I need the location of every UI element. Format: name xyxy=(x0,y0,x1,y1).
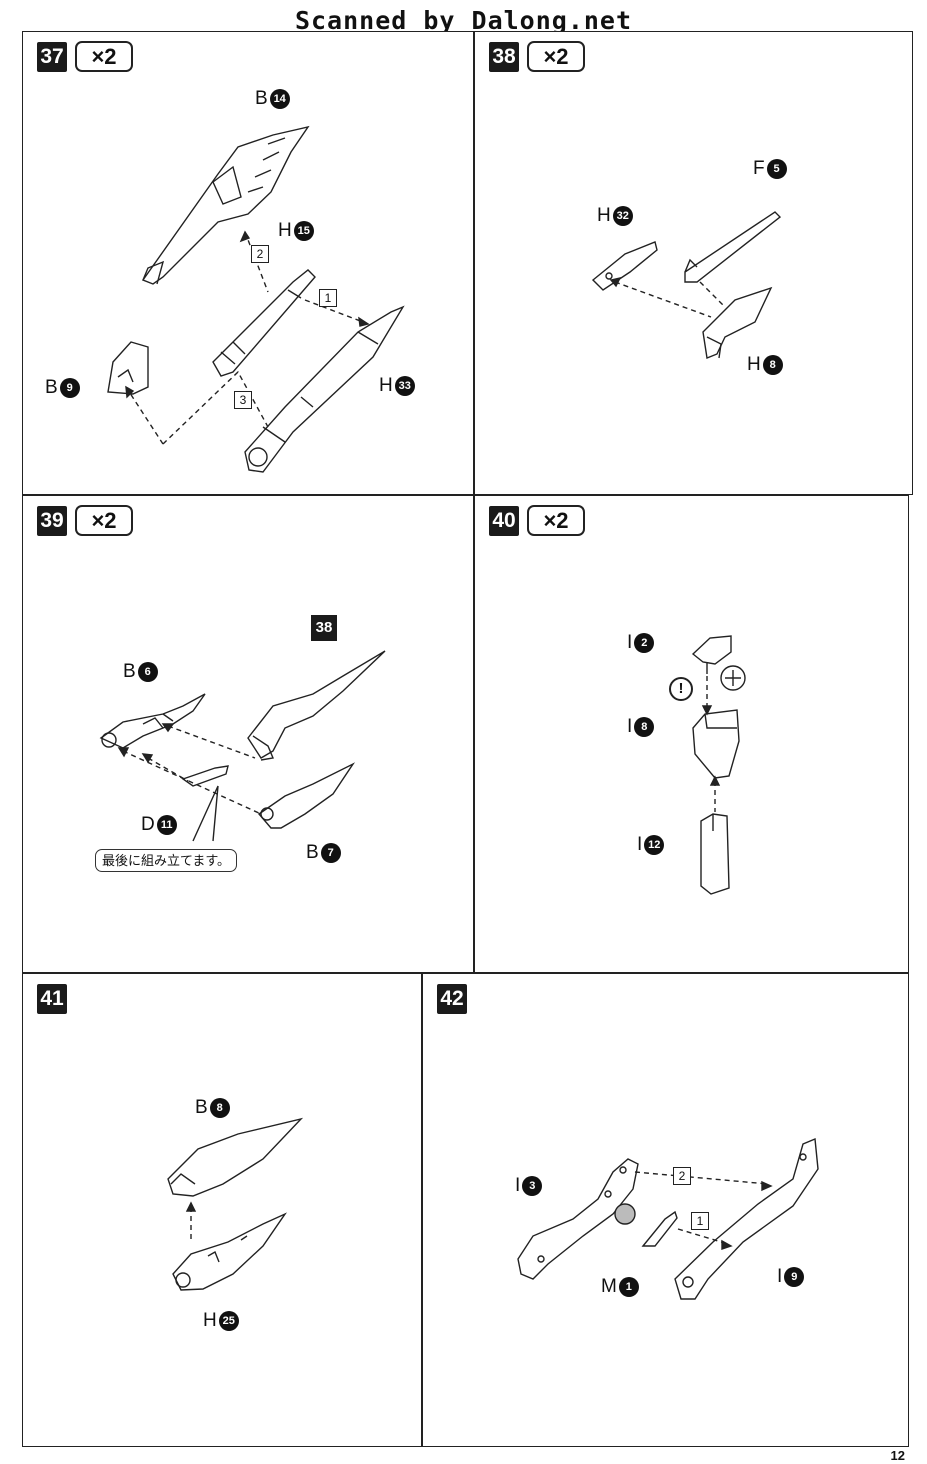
runner-letter: H xyxy=(278,220,292,241)
step-40-parts-drawing xyxy=(691,635,746,895)
quantity-multiplier: ×2 xyxy=(527,505,585,536)
quantity-multiplier: ×2 xyxy=(527,41,585,72)
part-number: 15 xyxy=(293,221,314,241)
runner-letter: B xyxy=(306,842,319,863)
runner-letter: F xyxy=(753,158,765,179)
part-number: 11 xyxy=(156,815,177,835)
part-number: 5 xyxy=(766,159,787,179)
part-number: 3 xyxy=(522,1176,543,1196)
step-42-parts-drawing xyxy=(517,1137,819,1300)
runner-letter: I xyxy=(627,716,633,737)
runner-letter: B xyxy=(123,661,136,682)
part-number: 9 xyxy=(59,378,80,398)
runner-letter: B xyxy=(45,377,58,398)
quantity-multiplier: ×2 xyxy=(75,505,133,536)
part-number: 8 xyxy=(209,1098,230,1118)
step-38-parts-drawing xyxy=(591,211,782,359)
runner-letter: I xyxy=(637,834,643,855)
runner-letter: M xyxy=(601,1276,617,1297)
part-number: 12 xyxy=(644,835,665,855)
part-number: 14 xyxy=(269,89,290,109)
assembly-note: 最後に組み立てます。 xyxy=(95,849,238,872)
step-number: 37 xyxy=(37,42,67,72)
part-number: 33 xyxy=(394,376,415,396)
runner-letter: I xyxy=(627,632,633,653)
step-37-parts-drawing xyxy=(107,125,405,473)
part-number: 8 xyxy=(762,355,783,375)
scanner-watermark: Scanned by Dalong.net xyxy=(294,6,633,35)
runner-letter: D xyxy=(141,814,155,835)
runner-letter: H xyxy=(379,375,393,396)
step-number: 38 xyxy=(489,42,519,72)
assembly-order-1: 1 xyxy=(691,1212,709,1230)
part-number: 9 xyxy=(784,1267,805,1287)
runner-letter: B xyxy=(255,88,268,109)
step-39-parts-drawing xyxy=(99,650,386,842)
part-number: 7 xyxy=(320,843,341,863)
runner-letter: I xyxy=(777,1266,783,1287)
quantity-multiplier: ×2 xyxy=(75,41,133,72)
assembly-order-2: 2 xyxy=(673,1167,691,1185)
part-number: 25 xyxy=(218,1311,239,1331)
step-41-parts-drawing xyxy=(167,1117,304,1291)
step-number: 41 xyxy=(37,984,67,1014)
runner-letter: I xyxy=(515,1175,521,1196)
part-number: 6 xyxy=(137,662,158,682)
part-number: 8 xyxy=(634,717,655,737)
runner-letter: H xyxy=(597,205,611,226)
previous-step-reference: 38 xyxy=(311,615,337,641)
assembly-order-3: 3 xyxy=(234,391,252,409)
assembly-order-1: 1 xyxy=(319,289,337,307)
runner-letter: H xyxy=(203,1310,217,1331)
runner-letter: H xyxy=(747,354,761,375)
runner-letter: B xyxy=(195,1097,208,1118)
caution-icon: ! xyxy=(669,677,693,701)
step-number: 42 xyxy=(437,984,467,1014)
step-number: 39 xyxy=(37,506,67,536)
assembly-order-2: 2 xyxy=(251,245,269,263)
page-number: 12 xyxy=(890,1448,905,1463)
part-number: 1 xyxy=(618,1277,639,1297)
step-number: 40 xyxy=(489,506,519,536)
part-number: 2 xyxy=(634,633,655,653)
part-number: 32 xyxy=(612,206,633,226)
